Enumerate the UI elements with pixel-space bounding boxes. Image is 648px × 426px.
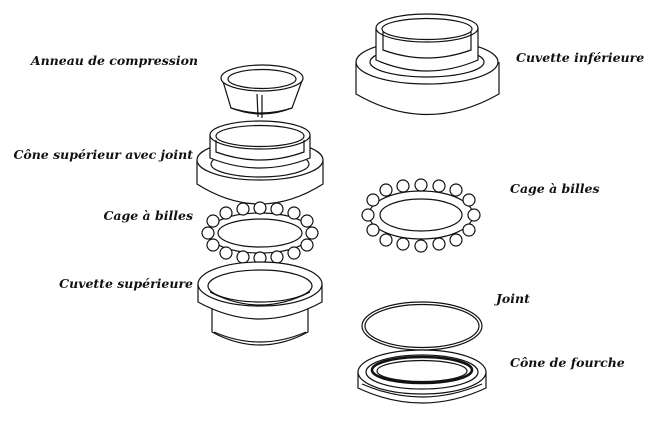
upper-cone-part [197, 121, 323, 204]
label-upper-cone: Cône supérieur avec joint [13, 147, 193, 162]
lower-cup-part [356, 14, 499, 115]
label-lower-cup: Cuvette inférieure [516, 50, 645, 65]
label-seal: Joint [496, 291, 530, 306]
label-ball-cage-left: Cage à billes [103, 208, 193, 223]
label-compression-ring: Anneau de compression [30, 53, 198, 68]
ball-cage-left-part [202, 202, 318, 264]
label-ball-cage-right: Cage à billes [510, 181, 600, 196]
fork-cone-part [358, 350, 486, 403]
ball-cage-right-part [362, 179, 480, 252]
label-fork-cone: Cône de fourche [510, 355, 625, 370]
upper-cup-part [198, 262, 322, 345]
compression-ring-part [221, 65, 303, 118]
label-upper-cup: Cuvette supérieure [59, 276, 193, 291]
seal-part [362, 302, 482, 350]
